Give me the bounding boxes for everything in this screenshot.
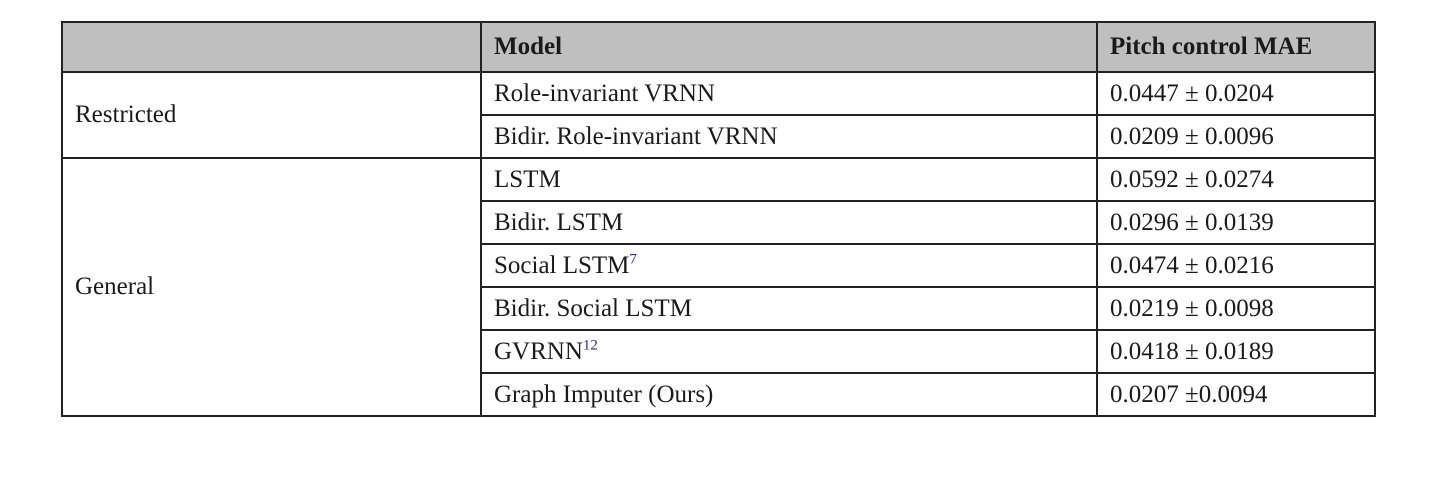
model-name: Bidir. LSTM [494, 208, 624, 236]
model-name: Bidir. Social LSTM [494, 294, 692, 322]
table-row: Bidir. LSTM 0.0296 ± 0.0139 [62, 200, 1376, 245]
model-name: GVRNN [494, 337, 583, 365]
mae-cell: 0.0296 ± 0.0139 [1096, 200, 1376, 245]
mae-cell: 0.0219 ± 0.0098 [1096, 286, 1376, 331]
table-row: General LSTM 0.0592 ± 0.0274 [61, 157, 1376, 417]
header-group [61, 21, 482, 73]
group-label-restricted: Restricted [61, 71, 482, 159]
model-name: LSTM [494, 165, 561, 193]
table-row: Bidir. Social LSTM 0.0219 ± 0.0098 [62, 286, 1376, 331]
model-cell: Graph Imputer (Ours) [480, 372, 1098, 417]
mae-cell: 0.0447 ± 0.0204 [1096, 71, 1376, 116]
group-label-general: General [61, 157, 482, 417]
model-cell: Bidir. LSTM [480, 200, 1098, 245]
mae-cell: 0.0207 ±0.0094 [1096, 372, 1376, 417]
model-cell: Bidir. Role-invariant VRNN [480, 114, 1098, 159]
citation-ref[interactable]: 7 [629, 251, 637, 268]
mae-cell: 0.0209 ± 0.0096 [1096, 114, 1376, 159]
model-name: Bidir. Role-invariant VRNN [494, 122, 778, 150]
table-row: GVRNN12 0.0418 ± 0.0189 [62, 329, 1376, 374]
mae-cell: 0.0418 ± 0.0189 [1096, 329, 1376, 374]
model-cell: Social LSTM7 [480, 243, 1098, 288]
model-cell: LSTM [480, 157, 1098, 202]
table-row: Graph Imputer (Ours) 0.0207 ±0.0094 [62, 372, 1376, 417]
model-cell: Bidir. Social LSTM [480, 286, 1098, 331]
citation-ref[interactable]: 12 [582, 337, 598, 354]
table-row: Social LSTM7 0.0474 ± 0.0216 [62, 243, 1376, 288]
table-row: Restricted Role-invariant VRNN 0.0447 ± … [61, 71, 1376, 159]
mae-cell: 0.0474 ± 0.0216 [1096, 243, 1376, 288]
mae-cell: 0.0592 ± 0.0274 [1096, 157, 1376, 202]
results-table: Model Pitch control MAE Restricted Role-… [61, 21, 1376, 417]
header-model: Model [480, 21, 1098, 73]
model-cell: Role-invariant VRNN [480, 71, 1098, 116]
header-mae: Pitch control MAE [1096, 21, 1376, 73]
header-row: Model Pitch control MAE [61, 21, 1376, 73]
model-cell: GVRNN12 [480, 329, 1098, 374]
table-row: Bidir. Role-invariant VRNN 0.0209 ± 0.00… [62, 114, 1376, 159]
model-name: Social LSTM [494, 251, 630, 279]
model-name: Role-invariant VRNN [494, 79, 716, 107]
model-name: Graph Imputer (Ours) [494, 380, 714, 408]
